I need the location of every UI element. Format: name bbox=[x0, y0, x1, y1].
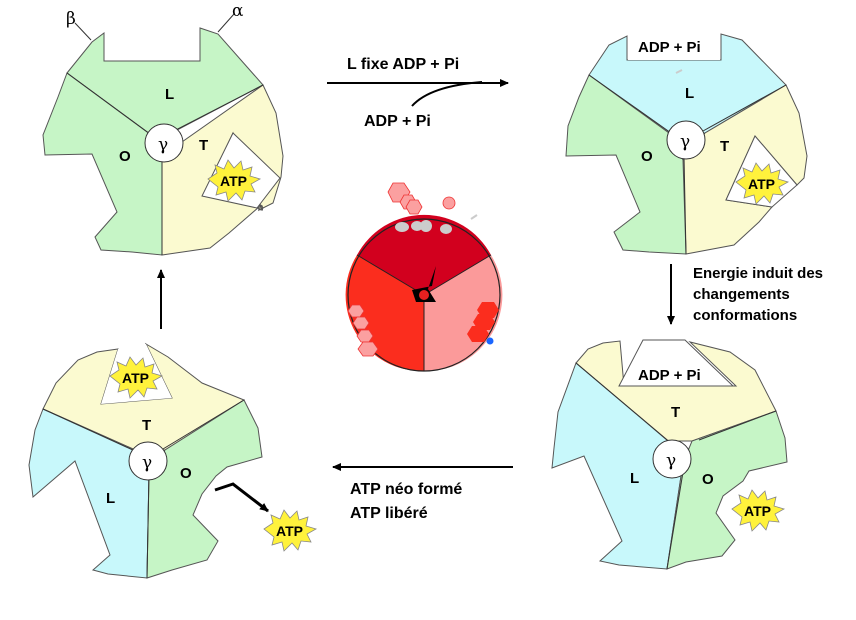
arrow-top-sub: ADP + Pi bbox=[364, 113, 431, 130]
svg-text:ATP: ATP bbox=[276, 523, 303, 539]
label-L: L bbox=[630, 470, 639, 487]
rotor-wheel bbox=[345, 69, 683, 372]
label-T: T bbox=[671, 404, 680, 421]
label-T: T bbox=[199, 137, 208, 154]
atp-burst-released: ATP bbox=[263, 509, 318, 552]
state-bottom-right: γ ADP + Pi T L O ATP bbox=[551, 339, 788, 570]
gamma-circle bbox=[652, 439, 692, 479]
arrow-right-line-1: Energie induit des bbox=[693, 265, 823, 282]
beta-label: β bbox=[66, 9, 76, 29]
atp-burst-bound: ATP bbox=[109, 356, 164, 399]
atp-burst: ATP bbox=[731, 489, 786, 532]
floating-molecules-right bbox=[467, 302, 499, 342]
label-L: L bbox=[165, 86, 174, 103]
state-top-right: γ ADP + Pi L O T ATP bbox=[565, 33, 808, 255]
svg-text:ATP: ATP bbox=[122, 370, 149, 386]
arrow-right-line-3: conformations bbox=[693, 307, 797, 324]
atp-burst: ATP bbox=[735, 162, 790, 205]
label-L: L bbox=[685, 85, 694, 102]
gamma-label: γ bbox=[680, 132, 690, 152]
arrow-bottom: ATP néo formé ATP libéré bbox=[332, 463, 513, 522]
gamma-circle bbox=[666, 120, 706, 160]
floating-molecules bbox=[347, 182, 456, 357]
label-O: O bbox=[180, 465, 192, 482]
label-O: O bbox=[702, 471, 714, 488]
wheel-sector-right bbox=[424, 255, 503, 372]
atp-burst: ATP bbox=[207, 159, 262, 202]
arrow-bottom-line-2: ATP libéré bbox=[350, 505, 428, 522]
svg-text:ATP: ATP bbox=[744, 503, 771, 519]
subunit-O bbox=[565, 74, 687, 255]
site-label: ADP + Pi bbox=[638, 367, 701, 384]
gamma-label: γ bbox=[158, 135, 168, 155]
rotor-hand bbox=[412, 266, 436, 302]
state-bottom-left: γ T L O ATP ATP bbox=[28, 342, 318, 579]
svg-text:ATP: ATP bbox=[220, 173, 247, 189]
state-top-left: β α γ L O T ATP bbox=[42, 1, 284, 256]
arrow-top-label: L fixe ADP + Pi bbox=[347, 56, 459, 73]
label-T: T bbox=[720, 138, 729, 155]
blue-dot bbox=[486, 337, 494, 345]
subunit-O bbox=[666, 410, 788, 570]
arrow-right: Energie induit des changements conformat… bbox=[667, 264, 823, 325]
arrow-top: L fixe ADP + Pi ADP + Pi bbox=[327, 56, 509, 130]
gamma-circle bbox=[128, 441, 168, 481]
svg-text:ATP: ATP bbox=[748, 176, 775, 192]
label-O: O bbox=[119, 148, 131, 165]
gamma-label: γ bbox=[666, 451, 676, 471]
alpha-pointer bbox=[217, 13, 235, 33]
site-label: ADP + Pi bbox=[638, 39, 701, 56]
label-T: T bbox=[142, 417, 151, 434]
beta-pointer bbox=[74, 22, 92, 41]
alpha-label: α bbox=[232, 1, 244, 21]
label-O: O bbox=[641, 148, 653, 165]
release-arrow bbox=[214, 482, 269, 513]
gamma-label: γ bbox=[142, 453, 152, 473]
arrow-right-line-2: changements bbox=[693, 286, 790, 303]
gamma-circle bbox=[144, 123, 184, 163]
label-L: L bbox=[106, 490, 115, 507]
arrow-bottom-line-1: ATP néo formé bbox=[350, 481, 462, 498]
